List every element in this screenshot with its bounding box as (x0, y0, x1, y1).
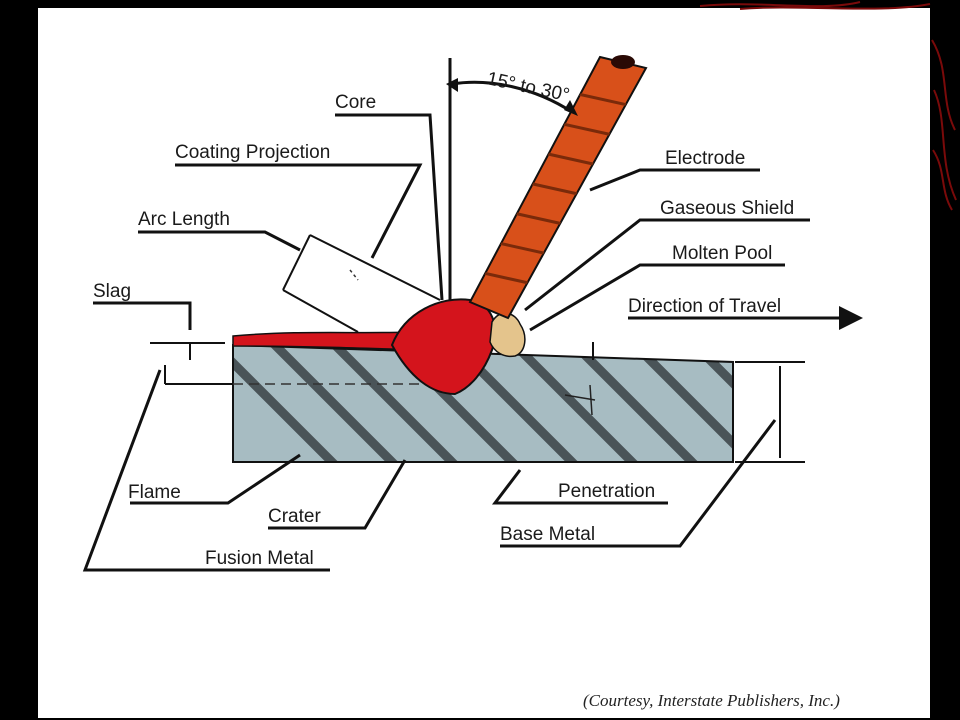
crater-label: Crater (268, 506, 321, 527)
leader-lines (82, 113, 863, 572)
base-metal-block (232, 343, 734, 463)
arc-length-guide (282, 234, 441, 333)
penetration-label: Penetration (558, 481, 655, 502)
credit-text: (Courtesy, Interstate Publishers, Inc.) (583, 691, 840, 710)
gaseous-shield (489, 312, 526, 358)
coating-projection-label: Coating Projection (175, 142, 330, 163)
direction-of-travel-label: Direction of Travel (628, 296, 781, 317)
gaseous-shield-label: Gaseous Shield (660, 198, 794, 219)
base-metal-label: Base Metal (500, 524, 595, 545)
molten-pool (390, 298, 496, 396)
angle-arc (451, 80, 573, 114)
decorative-swirl-right (931, 39, 957, 211)
electrode-label: Electrode (665, 148, 745, 169)
slag-label: Slag (93, 281, 131, 302)
angle-label: 15° to 30° (485, 68, 571, 106)
molten-pool-label: Molten Pool (672, 243, 772, 264)
decorative-swirl-top (699, 1, 931, 10)
arc-length-label: Arc Length (138, 209, 230, 230)
flame-label: Flame (128, 482, 181, 503)
fusion-metal-label: Fusion Metal (205, 548, 314, 569)
core-label: Core (335, 92, 376, 113)
